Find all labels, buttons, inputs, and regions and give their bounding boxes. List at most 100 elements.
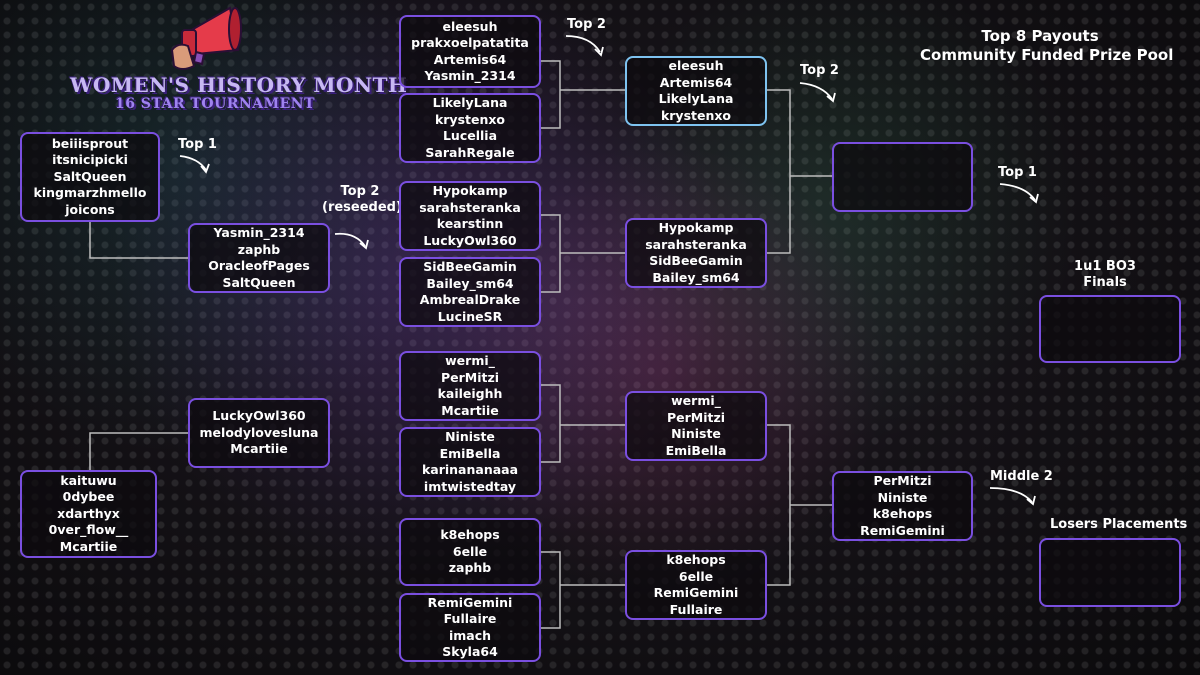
- payouts-heading: Top 8 Payouts Community Funded Prize Poo…: [920, 27, 1174, 65]
- label-top2-reseeded-line2: (reseeded): [322, 200, 402, 215]
- player-name: Yasmin_2314: [213, 225, 305, 240]
- label-top2-reseeded: Top 2 (reseeded): [322, 184, 402, 216]
- player-name: Artemis64: [433, 51, 507, 67]
- player-name: OracleofPages: [208, 258, 310, 273]
- player-name: 0dybee: [62, 489, 115, 505]
- player-name: EmiBella: [439, 445, 501, 461]
- payouts-line2: Community Funded Prize Pool: [920, 46, 1174, 64]
- player-name: kaileighh: [437, 386, 503, 401]
- player-name: Hypokamp: [658, 220, 734, 235]
- event-title: WOMEN'S HISTORY MONTH: [70, 73, 408, 97]
- player-name: RemiGemini: [860, 522, 945, 538]
- player-name: RemiGemini: [653, 585, 739, 600]
- label-top2-round3: Top 2: [800, 63, 839, 78]
- player-name: kearstinn: [436, 216, 504, 231]
- player-name: k8ehops: [666, 552, 726, 567]
- player-name: Fullaire: [669, 601, 723, 617]
- player-name: LuckyOwl360: [423, 232, 517, 248]
- player-name: EmiBella: [665, 442, 727, 458]
- player-name: krystenxo: [434, 111, 506, 127]
- player-name: AmbrealDrake: [419, 292, 521, 307]
- player-name: SaltQueen: [53, 168, 127, 184]
- player-name: Mcartiie: [59, 538, 118, 554]
- player-name: karinananaaa: [421, 462, 519, 477]
- player-name: itsnicipicki: [52, 152, 128, 168]
- player-name: k8ehops: [872, 506, 933, 521]
- player-name: PerMitzi: [873, 473, 932, 488]
- label-top2-round2: Top 2: [567, 17, 606, 32]
- player-name: imach: [448, 627, 492, 643]
- player-name: SaltQueen: [222, 274, 296, 290]
- player-name: zaphb: [448, 560, 492, 576]
- label-top1-heats: Top 1: [178, 137, 217, 152]
- player-name: krystenxo: [660, 107, 732, 123]
- player-name: 0ver_flow__: [48, 522, 129, 538]
- label-top2-reseeded-line1: Top 2: [340, 184, 380, 199]
- player-name: Mcartiie: [441, 402, 499, 418]
- player-name: melodylovesluna: [199, 424, 319, 440]
- player-name: wermi_: [671, 393, 721, 408]
- label-finals-line2: Finals: [1083, 275, 1127, 290]
- player-name: SidBeeGamin: [649, 253, 743, 268]
- label-top1-final: Top 1: [998, 165, 1037, 180]
- player-name: imtwistedtay: [423, 478, 517, 494]
- player-name: sarahsteranka: [419, 199, 521, 215]
- player-name: kaituwu: [60, 472, 117, 488]
- player-name: Artemis64: [659, 74, 733, 90]
- player-name: zaphb: [237, 241, 281, 257]
- player-name: Bailey_sm64: [652, 269, 740, 285]
- player-name: 6elle: [678, 568, 714, 584]
- label-finals: 1u1 BO3 Finals: [1065, 259, 1145, 291]
- player-name: joicons: [65, 201, 115, 217]
- losers-placements-box: [1039, 538, 1181, 607]
- player-name: xdarthyx: [57, 505, 120, 521]
- player-name: prakxoelpatatita: [411, 35, 529, 50]
- advance-arrows: [179, 35, 1039, 506]
- player-name: kingmarzhmello: [33, 185, 147, 201]
- player-name: LuckyOwl360: [212, 408, 306, 424]
- event-subtitle: 16 STAR TOURNAMENT: [115, 96, 315, 112]
- player-name: wermi_: [445, 353, 495, 368]
- player-name: beiiisprout: [51, 135, 129, 151]
- player-name: Niniste: [877, 489, 928, 505]
- player-name: SarahRegale: [425, 144, 515, 160]
- player-name: Niniste: [671, 426, 721, 441]
- player-name: Skyla64: [442, 644, 498, 659]
- player-name: Mcartiie: [230, 441, 288, 457]
- player-name: sarahsteranka: [645, 236, 747, 252]
- player-name: SidBeeGamin: [423, 259, 517, 274]
- player-name: Lucellia: [442, 128, 498, 143]
- label-middle2: Middle 2: [990, 469, 1053, 484]
- label-losers-placements: Losers Placements: [1050, 517, 1188, 532]
- player-name: eleesuh: [442, 18, 498, 34]
- player-name: Bailey_sm64: [426, 275, 514, 291]
- payouts-line1: Top 8 Payouts: [981, 27, 1099, 45]
- player-name: LikelyLana: [658, 91, 734, 106]
- player-name: Niniste: [445, 429, 495, 444]
- player-name: LikelyLana: [432, 95, 508, 110]
- player-name: RemiGemini: [427, 594, 513, 610]
- round4-box-top: [832, 142, 973, 212]
- player-name: PerMitzi: [440, 369, 500, 385]
- player-name: 6elle: [452, 543, 488, 559]
- player-name: k8ehops: [440, 527, 500, 543]
- player-name: LucineSR: [437, 308, 503, 324]
